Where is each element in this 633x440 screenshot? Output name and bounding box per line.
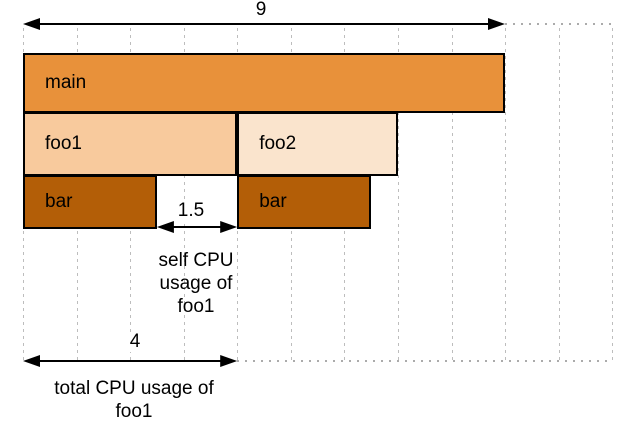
grid-line [397,28,399,361]
grid-line [505,28,506,361]
grid-line [612,28,614,361]
self-usage-value: 1.5 [160,201,222,221]
total-usage-value: 4 [108,332,162,352]
total-usage-caption: total CPU usage of foo1 [34,377,234,423]
frame-foo1: foo1 [23,112,238,176]
grid-line [558,28,560,361]
self-usage-arrow [156,221,238,233]
total-usage-arrow [23,355,238,367]
frame-label: bar [259,191,287,212]
caption-line: usage of [159,273,233,294]
total-width-arrow [23,18,505,30]
caption-line: self CPU [158,250,234,271]
frame-foo2: foo2 [237,112,398,176]
self-usage-caption: self CPU usage of foo1 [141,249,251,318]
total-width-value: 9 [234,0,288,20]
caption-line: total CPU usage of [54,378,214,399]
caption-line: foo1 [115,401,153,422]
caption-line: foo1 [177,296,215,317]
frame-bar: bar [23,175,157,229]
frame-label: foo2 [259,133,297,154]
frame-label: main [45,72,87,93]
frame-label: bar [45,191,73,212]
grid-line [451,28,453,361]
frame-label: foo1 [45,133,82,154]
grid-line [183,28,185,361]
frame-bar: bar [237,175,372,229]
extension-dotted-line [505,23,613,25]
extension-dotted-line [237,360,613,362]
